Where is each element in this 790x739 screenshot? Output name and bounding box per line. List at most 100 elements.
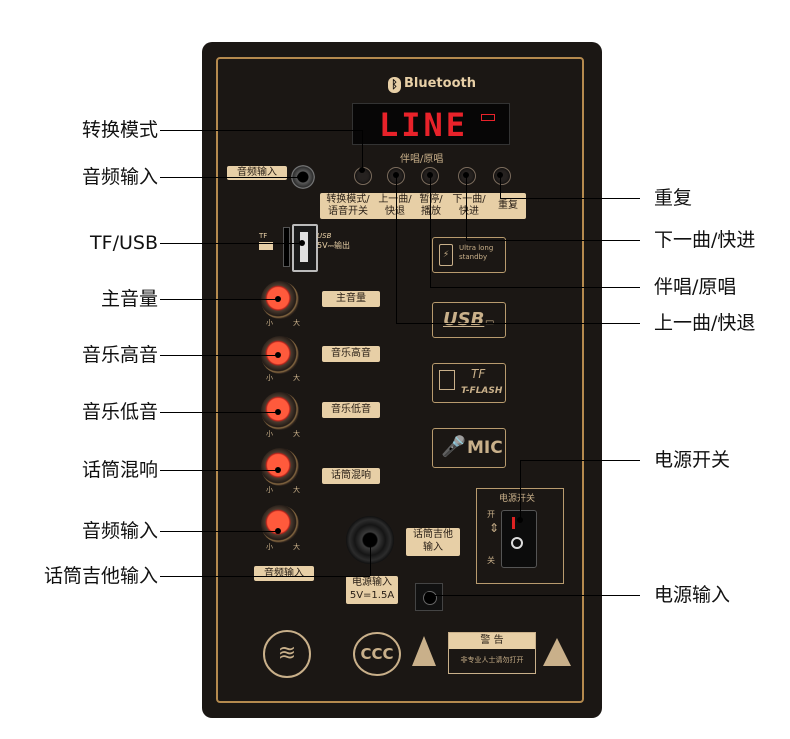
switch-arrow-icon: ⇕	[489, 521, 500, 535]
tf-icon-badge: TF T-FLASH	[432, 363, 506, 403]
knob-tag-master: 主音量	[322, 291, 380, 307]
tf-slot[interactable]	[283, 227, 290, 267]
callout-power-in: 电源输入	[654, 584, 731, 606]
knob-tag-bass: 音乐低音	[322, 402, 380, 418]
knob-min: 小	[266, 486, 273, 494]
tf-card-icon	[259, 242, 273, 250]
usb-out-info: USB 5V⎓输出	[317, 232, 350, 251]
knob-tag-echo: 话筒混响	[322, 468, 380, 484]
knob-max: 大	[293, 543, 300, 551]
line-treble	[160, 355, 278, 356]
warning-box: 警 告 非专业人士请勿打开	[448, 632, 536, 674]
button-tags	[320, 193, 526, 219]
dot	[367, 537, 373, 543]
line-repeat	[500, 198, 640, 199]
high-voltage-icon	[412, 636, 436, 666]
callout-master-volume: 主音量	[100, 288, 158, 310]
dot	[275, 467, 281, 473]
bluetooth-label: Bluetooth	[404, 76, 476, 91]
ccc-icon: CCC	[353, 632, 401, 676]
standby-badge: ⚡ Ultra long standby	[432, 237, 506, 273]
tf-card-icon	[439, 370, 455, 390]
callout-tf-usb: TF/USB	[90, 232, 158, 254]
tf-icon-text: T-FLASH	[461, 386, 503, 396]
accomp-label: 伴唱/原唱	[400, 154, 444, 165]
knob-min: 小	[266, 430, 273, 438]
dot	[497, 172, 503, 178]
usb-icon: USB	[443, 309, 485, 330]
dot	[275, 528, 281, 534]
dot	[463, 172, 469, 178]
line-repeat-v	[500, 175, 501, 198]
line-bass	[160, 412, 278, 413]
line-power-switch-v	[520, 460, 521, 520]
line-master	[160, 299, 278, 300]
callout-audio-in-top: 音频输入	[81, 166, 158, 188]
line-prev	[396, 323, 640, 324]
knob-min: 小	[266, 374, 273, 382]
callout-repeat: 重复	[654, 187, 693, 209]
microphone-icon: 🎤	[441, 434, 466, 458]
callout-audio-in-knob: 音频输入	[81, 520, 158, 542]
usb-mini-label: USB	[317, 232, 332, 240]
line-power-in	[428, 595, 640, 596]
callout-mic-guitar-in: 话筒吉他输入	[43, 565, 158, 587]
line-power-switch	[520, 460, 640, 461]
switch-on-label: 开	[487, 510, 495, 519]
knob-min: 小	[266, 319, 273, 327]
usb-slot[interactable]	[292, 224, 318, 272]
mic-icon-badge: 🎤 MIC	[432, 428, 506, 468]
tf-label: TF	[259, 232, 268, 240]
standby-text: Ultra long standby	[459, 244, 494, 261]
usb-plug-icon: ▭	[485, 317, 494, 328]
line-mic-guitar	[160, 576, 370, 577]
usb-icon-badge: USB ▭	[432, 302, 506, 338]
dot	[275, 296, 281, 302]
dot	[393, 172, 399, 178]
line-audio-top	[160, 177, 300, 178]
dot	[275, 352, 281, 358]
battery-charge-icon: ⚡	[439, 244, 453, 266]
callout-next-ff: 下一曲/快进	[654, 229, 756, 251]
dot	[425, 592, 431, 598]
warning-title: 警 告	[449, 633, 535, 649]
knob-tag-audio-in: 音频输入	[254, 566, 314, 581]
power-in-tag: 电源输入 5V=1.5A	[346, 576, 398, 604]
callout-accomp-orig: 伴唱/原唱	[654, 276, 737, 298]
dot	[299, 240, 305, 246]
tag-next: 下一曲/ 快进	[452, 194, 486, 217]
knob-min: 小	[266, 543, 273, 551]
audio-in-knob[interactable]	[261, 505, 299, 543]
tag-prev: 上一曲/ 快退	[378, 194, 412, 217]
callout-mic-echo: 话筒混响	[81, 459, 158, 481]
lcd-text: LINE	[379, 106, 469, 144]
usb-out-label: 5V⎓输出	[317, 241, 350, 250]
lcd-display: LINE	[352, 103, 510, 145]
line-accomp-v	[430, 175, 431, 287]
callout-music-bass: 音乐低音	[81, 401, 158, 423]
line-mic-guitar-v	[370, 540, 371, 576]
line-tfusb	[160, 243, 302, 244]
switch-off-label: 关	[487, 556, 495, 565]
callout-power-switch: 电源开关	[654, 449, 731, 471]
line-echo	[160, 470, 278, 471]
knob-max: 大	[293, 486, 300, 494]
line-mode-v	[362, 130, 363, 170]
callout-prev-rew: 上一曲/快退	[654, 312, 756, 334]
knob-max: 大	[293, 319, 300, 327]
line-next	[466, 240, 640, 241]
audio-in-tag: 音频输入	[227, 166, 287, 180]
bluetooth-logo: ᛒ Bluetooth	[388, 76, 476, 94]
dot	[275, 409, 281, 415]
dot	[297, 174, 303, 180]
warning-text: 非专业人士请勿打开	[460, 656, 524, 664]
dot	[517, 517, 523, 523]
callout-mode-switch: 转换模式	[81, 119, 158, 141]
mic-guitar-tag: 话筒吉他 输入	[406, 528, 460, 556]
line-audio-knob	[160, 531, 278, 532]
tag-mode: 转换模式/ 语音开关	[326, 194, 370, 217]
speaker-control-panel	[202, 42, 602, 718]
tag-play: 暂停/ 播放	[419, 194, 443, 217]
line-accomp	[430, 287, 640, 288]
dot	[427, 172, 433, 178]
